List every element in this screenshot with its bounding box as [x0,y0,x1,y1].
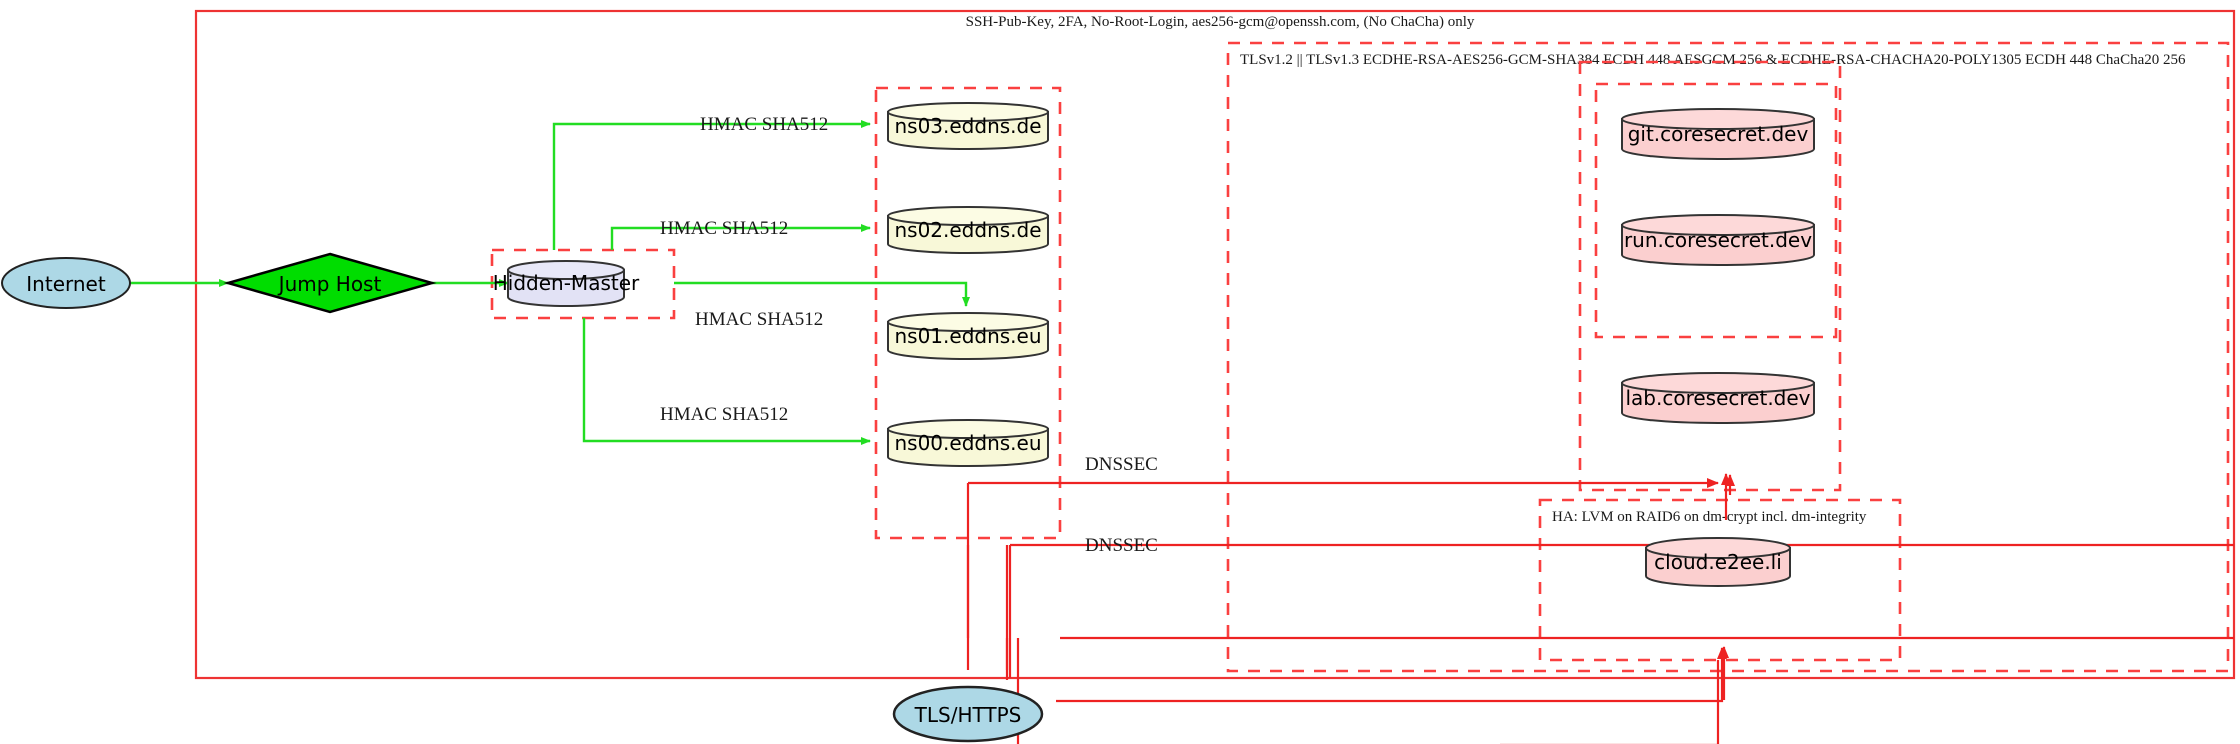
node-tls-https[interactable]: TLS/HTTPS [892,685,1044,743]
node-cloud-e2ee[interactable]: cloud.e2ee.li [1645,537,1791,587]
ssh-cluster-label: SSH-Pub-Key, 2FA, No-Root-Login, aes256-… [966,14,1475,30]
node-ns01[interactable]: ns01.eddns.eu [887,312,1049,360]
ns02-label: ns02.eddns.de [894,218,1041,242]
ssh-cluster-box [194,9,2236,680]
hidden-master-label: Hidden-Master [493,271,640,295]
ha-cluster-label: HA: LVM on RAID6 on dm-crypt incl. dm-in… [1552,509,1867,525]
node-ns02[interactable]: ns02.eddns.de [887,206,1049,254]
jump-host-diamond [223,252,437,314]
coresecret-cluster-box [1578,60,1842,492]
internet-label: Internet [26,272,106,296]
internet-ellipse [1,257,131,309]
node-jump-host[interactable]: Jump Host [223,252,437,314]
node-ns03[interactable]: ns03.eddns.de [887,102,1049,150]
tls-https-label: TLS/HTTPS [914,703,1022,727]
ns01-label: ns01.eddns.eu [894,324,1041,348]
jump-host-label: Jump Host [277,272,382,296]
edge-label-dnssec-upper: DNSSEC [1085,454,1158,475]
edge-hiddenmaster-to-ns02 [610,224,871,250]
edge-label-hmac-ns03: HMAC SHA512 [700,114,828,135]
edge-label-dnssec-lower: DNSSEC [1085,535,1158,556]
node-hidden-master[interactable]: Hidden-Master [493,260,640,307]
edge-tlshttps-to-cloud [1056,647,1727,703]
edge-label-hmac-ns02: HMAC SHA512 [660,218,788,239]
node-lab-coresecret[interactable]: lab.coresecret.dev [1621,372,1815,424]
node-internet[interactable]: Internet [1,257,131,309]
tls-cluster-label: TLSv1.2 || TLSv1.3 ECDHE-RSA-AES256-GCM-… [1240,52,2186,68]
ns00-label: ns00.eddns.eu [894,431,1041,455]
edge-hiddenmaster-to-ns00 [582,318,871,445]
node-ns00[interactable]: ns00.eddns.eu [887,419,1049,467]
edge-hiddenmaster-to-ns01 [674,281,970,307]
edge-hiddenmaster-to-ns03 [552,120,871,250]
edge-label-hmac-ns01: HMAC SHA512 [695,309,823,330]
node-run-coresecret[interactable]: run.coresecret.dev [1621,214,1815,266]
edge-label-hmac-ns00: HMAC SHA512 [660,404,788,425]
run-coresecret-label: run.coresecret.dev [1624,228,1812,252]
tls-https-ellipse [892,685,1044,743]
ha-cluster-box [1538,498,1902,662]
git-coresecret-label: git.coresecret.dev [1628,122,1809,146]
cloud-e2ee-label: cloud.e2ee.li [1654,550,1782,574]
coresecret-git-run-cluster-box [1594,82,1838,339]
lab-coresecret-label: lab.coresecret.dev [1625,386,1810,410]
ns03-label: ns03.eddns.de [894,114,1041,138]
node-git-coresecret[interactable]: git.coresecret.dev [1621,108,1815,160]
